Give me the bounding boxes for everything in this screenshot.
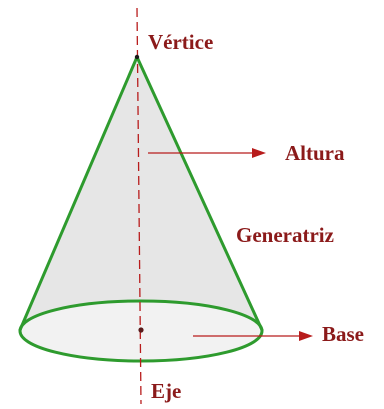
height-label: Altura: [285, 141, 345, 165]
base-arrow-head: [299, 331, 313, 341]
cone-lateral-surface: [20, 57, 262, 360]
vertex-point: [134, 54, 140, 60]
axis-label: Eje: [151, 379, 181, 403]
cone-left-edge: [18, 55, 139, 332]
base-label: Base: [322, 322, 364, 346]
height-arrow-head: [252, 148, 266, 158]
vertex-label: Vértice: [148, 30, 213, 54]
base-center-point: [138, 327, 144, 333]
generatrix-label: Generatriz: [236, 223, 334, 247]
cone-right-edge: [135, 55, 264, 332]
axis-line: [136, 7, 142, 405]
